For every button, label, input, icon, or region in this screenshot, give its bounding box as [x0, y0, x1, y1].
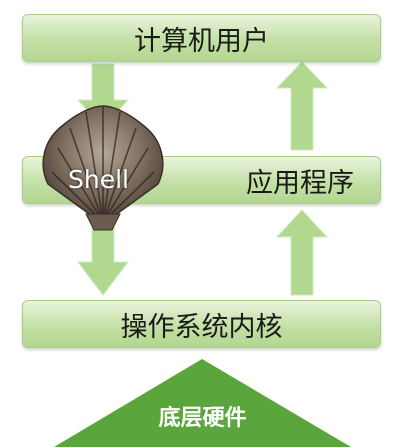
user-box-label: 计算机用户: [134, 25, 269, 57]
hardware-triangle: [54, 359, 351, 447]
hardware-label: 底层硬件: [158, 406, 247, 431]
kernel-box-label: 操作系统内核: [120, 311, 283, 343]
application-box-label: 应用程序: [246, 167, 354, 199]
kernel-box: 操作系统内核: [22, 300, 381, 348]
arrow-up-lower: [275, 209, 329, 296]
shell-label: Shell: [68, 165, 129, 194]
user-box: 计算机用户: [22, 14, 381, 62]
arrow-up-upper: [275, 61, 329, 151]
